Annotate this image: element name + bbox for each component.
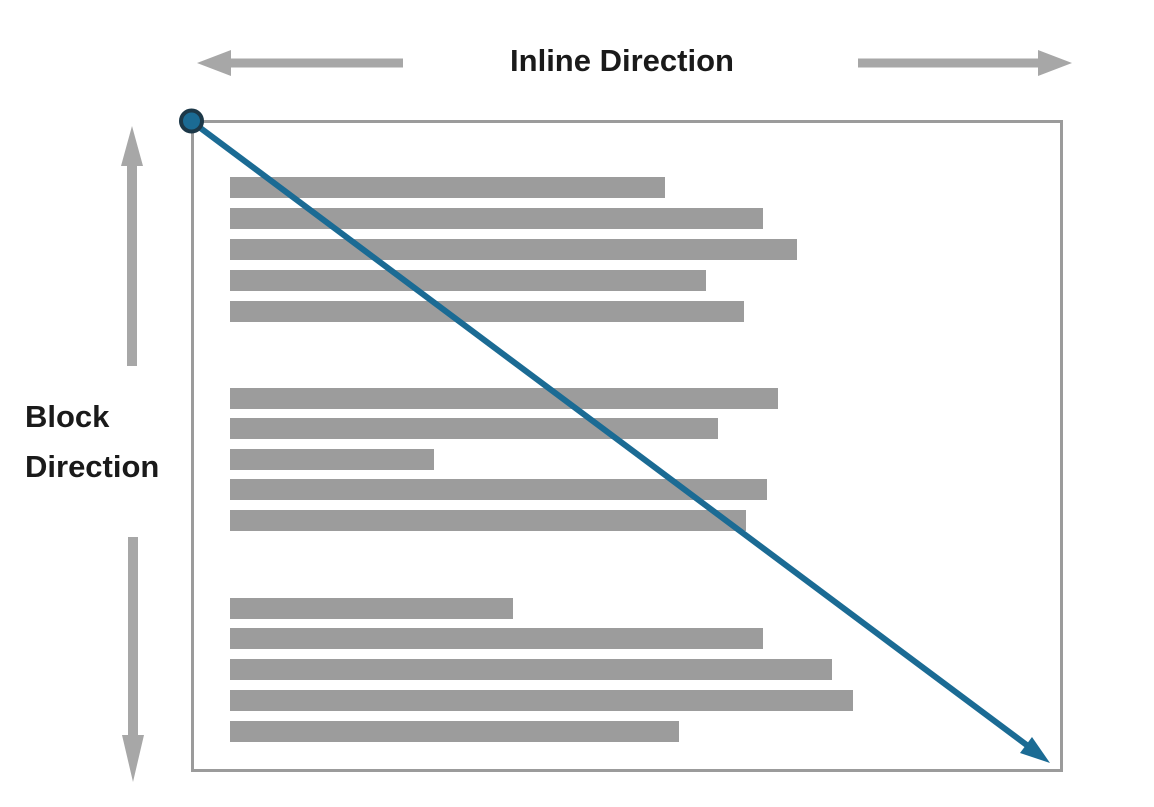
text-line-bar (230, 628, 763, 649)
block-direction-label: Block Direction (25, 392, 159, 492)
block-down-arrow-icon (122, 537, 144, 782)
block-up-arrow-icon (121, 126, 143, 366)
text-line-bar (230, 208, 763, 229)
inline-right-arrow-icon (858, 50, 1072, 76)
text-line-bar (230, 479, 767, 500)
text-line-bar (230, 177, 665, 198)
text-line-bar (230, 659, 832, 680)
text-line-bar (230, 418, 718, 439)
text-line-bar (230, 598, 513, 619)
text-line-bar (230, 510, 746, 531)
text-line-bar (230, 239, 797, 260)
text-line-bar (230, 690, 853, 711)
text-line-bar (230, 388, 778, 409)
text-line-bar (230, 301, 744, 322)
block-direction-line2: Direction (25, 449, 160, 484)
text-line-bar (230, 270, 706, 291)
text-line-bar (230, 449, 434, 470)
block-direction-line1: Block (25, 399, 110, 434)
inline-direction-label: Inline Direction (510, 43, 734, 78)
inline-left-arrow-icon (197, 50, 403, 76)
text-line-bar (230, 721, 679, 742)
